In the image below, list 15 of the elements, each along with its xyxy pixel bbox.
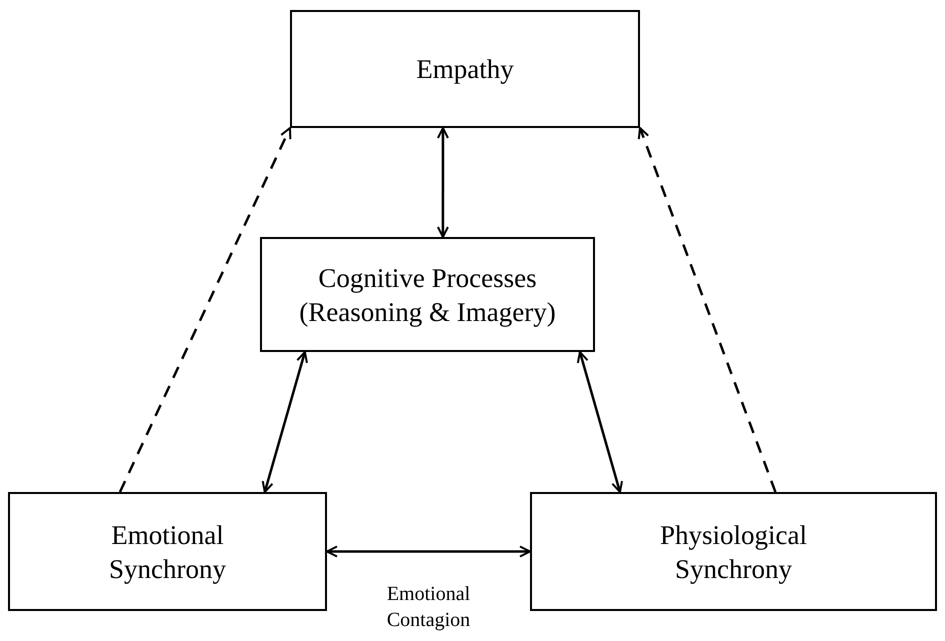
double-arrow [326, 546, 531, 558]
box-label: Empathy [416, 53, 514, 86]
edge-label: Emotional Contagion [386, 582, 472, 632]
box-label: Emotional Synchrony [108, 518, 227, 586]
dashed-arrow [638, 127, 777, 492]
double-arrow [436, 127, 449, 238]
double-arrow [262, 351, 308, 493]
dashed-arrow [118, 127, 292, 493]
double-arrow [576, 351, 623, 493]
concept-box [260, 237, 595, 352]
concept-box [290, 10, 640, 128]
concept-box [530, 492, 937, 611]
box-label: Cognitive Processes (Reasoning & Imagery) [298, 262, 557, 328]
box-label: Physiological Synchrony [659, 518, 808, 586]
concept-box [8, 492, 327, 611]
